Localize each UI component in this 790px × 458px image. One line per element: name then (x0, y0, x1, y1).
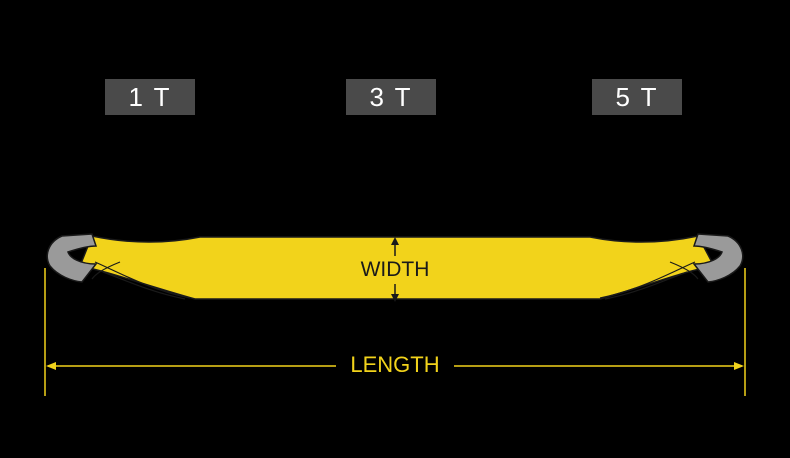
capacity-badge-3t: 3 T (346, 79, 436, 115)
left-eye-sleeve (46, 233, 98, 283)
length-label: LENGTH (336, 352, 454, 378)
width-label: WIDTH (360, 258, 430, 281)
right-eye-sleeve (692, 233, 744, 283)
capacity-badge-5t: 5 T (592, 79, 682, 115)
capacity-badge-1t: 1 T (105, 79, 195, 115)
